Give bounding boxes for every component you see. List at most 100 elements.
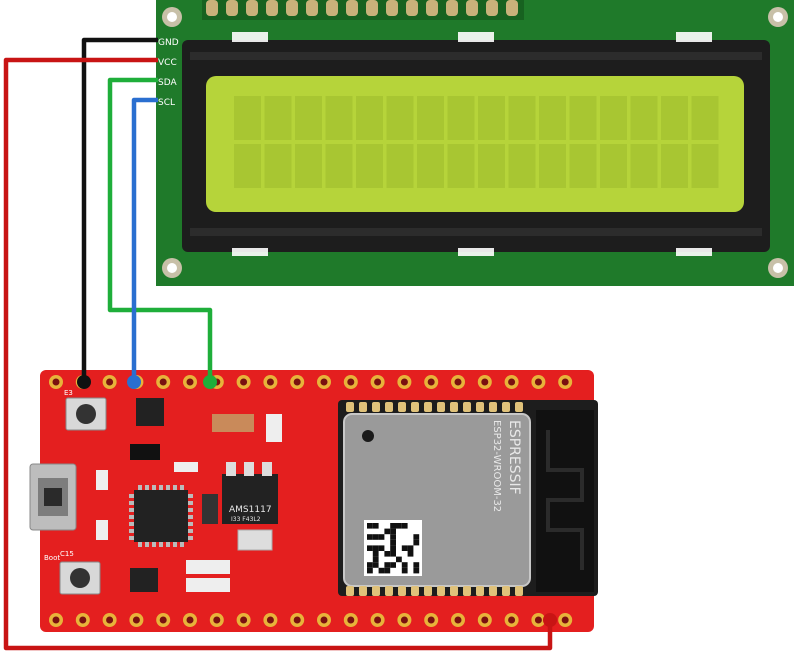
- lcd-module: GND VCC SDA SCL: [156, 0, 794, 286]
- board-header-pin: [263, 613, 278, 627]
- usb-uart-chip: [134, 490, 188, 542]
- lcd-cell: [600, 144, 627, 188]
- regulator-label: AMS1117: [229, 505, 272, 515]
- board-header-pin: [451, 375, 465, 389]
- lcd-cell: [630, 96, 658, 140]
- wires: [3, 37, 557, 651]
- board-header-pin: [102, 613, 117, 627]
- lcd-cell: [295, 144, 322, 188]
- lcd-cell: [325, 144, 353, 188]
- lcd-cell: [508, 144, 536, 188]
- board-header-pin: [477, 375, 492, 389]
- lcd-header-pin: [206, 0, 218, 16]
- lcd-pin-sda-label: SDA: [158, 78, 177, 88]
- lcd-cell: [569, 96, 597, 140]
- board-header-pin: [558, 613, 573, 627]
- antenna-trace: [546, 430, 584, 570]
- board-header-pin: [209, 613, 224, 627]
- lcd-header-pin: [366, 0, 378, 16]
- lcd-header-pin: [466, 0, 478, 16]
- lcd-cell: [630, 144, 658, 188]
- silk-label-e3: E3: [64, 389, 73, 397]
- board-header-pin: [504, 375, 519, 389]
- board-header-pin: [263, 375, 278, 389]
- silk-label-boot: Boot: [44, 554, 60, 562]
- lcd-pin-scl-label: SCL: [158, 98, 175, 108]
- esp32-board: E3 Boot C15 AMS1117 I33 F: [29, 370, 598, 632]
- wire-gnd: [81, 37, 158, 382]
- lcd-header-pin: [266, 0, 278, 16]
- lcd-cell: [478, 96, 505, 140]
- board-header-pin: [370, 613, 385, 627]
- lcd-cell: [325, 96, 353, 140]
- lcd-header-pin: [446, 0, 458, 16]
- board-header-pin: [236, 613, 251, 627]
- silk-label-c15: C15: [60, 550, 74, 558]
- lcd-cell: [234, 144, 261, 188]
- voltage-regulator: AMS1117 I33 F43L2: [222, 462, 278, 524]
- smd-components: [96, 398, 282, 592]
- lcd-header-pin: [326, 0, 338, 16]
- esp32-wroom-module: ESPRESSIF ESP32-WROOM-32: [338, 400, 598, 596]
- lcd-header-pin: [506, 0, 518, 16]
- board-header-pin: [156, 613, 171, 627]
- lcd-cell: [661, 144, 688, 188]
- board-header-pin: [183, 375, 197, 389]
- lcd-header-pins: [202, 0, 524, 20]
- lcd-character-grid: [234, 96, 719, 188]
- lcd-cell: [447, 96, 475, 140]
- lcd-cell: [478, 144, 505, 188]
- lcd-cell: [386, 96, 414, 140]
- module-name: ESP32-WROOM-32: [491, 420, 502, 512]
- boot-button: [59, 561, 101, 595]
- wire-scl-end: [127, 375, 141, 389]
- lcd-header-pin: [306, 0, 318, 16]
- board-header-pin: [504, 613, 519, 627]
- board-header-pin: [451, 613, 465, 627]
- lcd-header-pin: [346, 0, 358, 16]
- wire-sda: [107, 77, 213, 382]
- wire-gnd-end: [77, 375, 91, 389]
- wire-sda-end: [203, 375, 217, 389]
- board-header-pin: [370, 375, 385, 389]
- lcd-cell: [386, 144, 414, 188]
- wire-vcc: [3, 57, 553, 651]
- board-header-pin: [477, 613, 492, 627]
- board-header-pin: [343, 613, 358, 627]
- lcd-cell: [356, 96, 383, 140]
- lcd-cell: [539, 144, 566, 188]
- lcd-cell: [600, 96, 627, 140]
- board-header-pin: [397, 613, 412, 627]
- lcd-header-pin: [386, 0, 398, 16]
- wire-vcc-end: [543, 613, 557, 627]
- regulator-sublabel: I33 F43L2: [231, 516, 261, 523]
- lcd-cell: [356, 144, 383, 188]
- lcd-header-pin: [246, 0, 258, 16]
- lcd-cell: [569, 144, 597, 188]
- board-header-pin: [317, 613, 331, 627]
- lcd-cell: [417, 144, 444, 188]
- lcd-header-pin: [406, 0, 418, 16]
- board-header-pin: [49, 613, 63, 627]
- lcd-cell: [295, 96, 322, 140]
- module-brand: ESPRESSIF: [506, 420, 522, 495]
- lcd-pin-vcc-label: VCC: [158, 58, 177, 68]
- lcd-header-pin: [426, 0, 438, 16]
- board-header-pin: [183, 613, 197, 627]
- lcd-cell: [539, 96, 566, 140]
- board-header-pin: [290, 613, 305, 627]
- lcd-cell: [264, 144, 292, 188]
- lcd-header-pin: [486, 0, 498, 16]
- board-header-pin: [424, 375, 439, 389]
- board-header-pin: [156, 375, 171, 389]
- board-header-pin: [558, 375, 573, 389]
- lcd-cell: [447, 144, 475, 188]
- board-header-pin: [531, 613, 546, 627]
- board-header-pin: [236, 375, 251, 389]
- lcd-cell: [691, 96, 719, 140]
- board-header-pin: [424, 613, 439, 627]
- lcd-pin-gnd-label: GND: [158, 38, 179, 48]
- board-header-pin: [49, 375, 63, 389]
- board-header-pin: [531, 375, 546, 389]
- board-header-pin: [343, 375, 358, 389]
